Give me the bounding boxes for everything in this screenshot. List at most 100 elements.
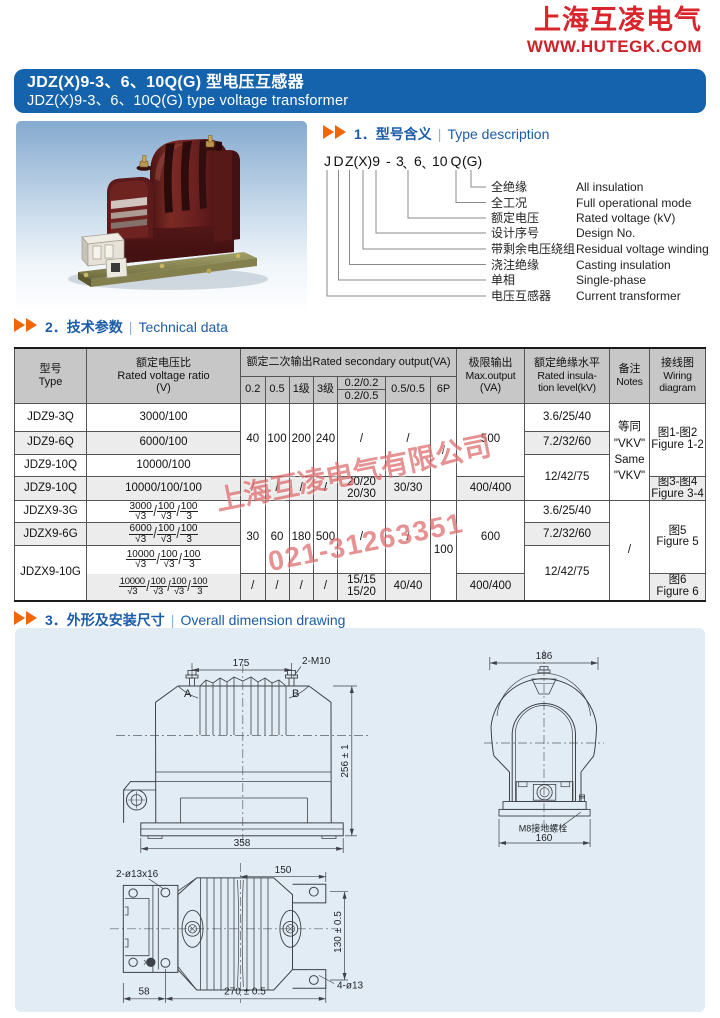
dim-270: 270 ± 0.5 [224,987,266,998]
col-header-class-0.5-0.5: 0.5/0.5 [385,375,431,404]
cell-output-0.2: 30 [240,500,266,575]
dim-358: 358 [234,838,251,849]
product-title-bar: JDZ(X)9-3、6、10Q(G) 型电压互感器 JDZ(X)9-3、6、10… [14,69,706,113]
cell-output-0.5-0.5: / [385,402,431,477]
cell-insulation: 3.6/25/40 [524,402,611,432]
cell-output-0.5-0.5: 30/30 [385,475,431,502]
ground-bolt-label: M8接地螺栓 [519,823,568,834]
type-label-en: Current transformer [576,289,681,303]
section-3-heading: 3．外形及安装尺寸|Overall dimension drawing [14,610,345,630]
cell-max-output: 500 [456,402,526,477]
section-1-title-en: Type description [447,126,550,142]
cell-type: JDZ9-10Q [14,453,87,477]
dim-175: 175 [233,658,250,669]
company-website: WWW.HUTEGK.COM [526,37,702,57]
type-code-part: Q [450,153,462,169]
cell-output-0.5-0.5: 40/40 [385,573,431,602]
section-1-heading: 1．型号含义 | Type description [323,124,549,144]
section-arrow-icon [323,124,347,144]
cell-output-dual: / [337,402,386,477]
type-code-part: 、 [421,156,434,171]
cell-output-0.5: 100 [264,402,290,477]
dim-2-slots: 2-ø13x16 [116,869,159,880]
cell-output-0.5: 60 [264,500,290,575]
dim-150: 150 [275,865,292,876]
type-code-part: D [333,153,344,169]
type-label-cn: 带剩余电压绕组 [491,242,576,256]
cell-output-3: 500 [313,500,338,575]
section-1-number: 1． [354,126,376,142]
cell-ratio: 3000/100 [86,402,241,432]
col-header-class-6P: 6P [429,375,458,404]
company-name: 上海互凌电气 [534,5,702,35]
section-3-number: 3． [45,612,67,628]
plan-view-drawing: 2-ø13x16 150 130 ± 0.5 4-ø13 58 270 ± 0.… [110,863,364,1003]
section-separator: | [170,612,175,628]
cell-type: JDZ9-6Q [14,430,87,455]
type-code-part: Z(X)9 [345,153,380,169]
type-label-cn: 浇注绝缘 [491,257,540,272]
cell-type: JDZ9-3Q [14,402,87,432]
cell-output-0.5: / [264,475,290,502]
section-2-heading: 2．技术参数|Technical data [14,317,228,337]
type-code-part: J [324,153,331,169]
cell-output-0.2: / [240,475,266,502]
type-code-part: - [386,153,391,169]
col-header-class-0.5: 0.5 [264,375,290,404]
col-header-secondary-output: 额定二次输出Rated secondary output(VA) [239,347,458,377]
type-label-cn: 单相 [491,273,516,287]
col-header-class-3: 3级 [313,375,338,404]
cell-notes: / [609,500,651,602]
cell-output-0.5: / [264,573,290,602]
cell-output-3: / [313,475,338,502]
terminal-a-label: A [184,688,192,700]
cell-insulation: 7.2/32/60 [524,522,611,547]
cell-notes: 等同"VKV"Same"VKV" [609,402,651,502]
cell-output-0.5-0.5: / [385,500,431,575]
dim-4-holes: 4-ø13 [337,981,364,992]
type-label-en: Design No. [576,226,636,240]
section-separator: | [437,126,442,142]
section-2-title-cn: 技术参数 [66,319,123,335]
dim-130: 130 ± 0.5 [333,911,344,953]
type-label-cn: 电压互感器 [491,289,552,303]
cell-insulation: 3.6/25/40 [524,500,611,524]
type-label-cn: 设计序号 [491,226,540,240]
dim-58: 58 [138,987,150,998]
dim-186: 186 [536,651,553,662]
cell-output-6P: / [429,402,458,502]
section-3-title-en: Overall dimension drawing [180,612,346,628]
type-label-cn: 全工况 [491,195,528,210]
cell-output-1: 180 [288,500,314,575]
cell-output-3: 240 [313,402,338,477]
cell-output-dual: / [337,500,386,575]
type-label-en: Rated voltage (kV) [576,211,676,225]
type-code-part: (G) [462,153,483,169]
cell-ratio: 6000/100 [86,430,241,455]
cell-insulation: 12/42/75 [524,453,611,502]
side-view-drawing: 186 M8接地螺栓 160 [484,650,604,847]
section-1-title-cn: 型号含义 [375,126,432,142]
cell-output-0.2: 40 [240,402,266,477]
product-title-en: JDZ(X)9-3、6、10Q(G) type voltage transfor… [27,93,349,109]
dim-256: 256 ± 1 [340,744,351,778]
section-2-title-en: Technical data [138,319,228,335]
cell-type: JDZX9-10G [14,545,87,602]
type-label-en: Full operational mode [576,195,692,210]
cell-type: JDZ9-10Q [14,475,87,502]
cell-output-6P: 100 [429,500,458,602]
